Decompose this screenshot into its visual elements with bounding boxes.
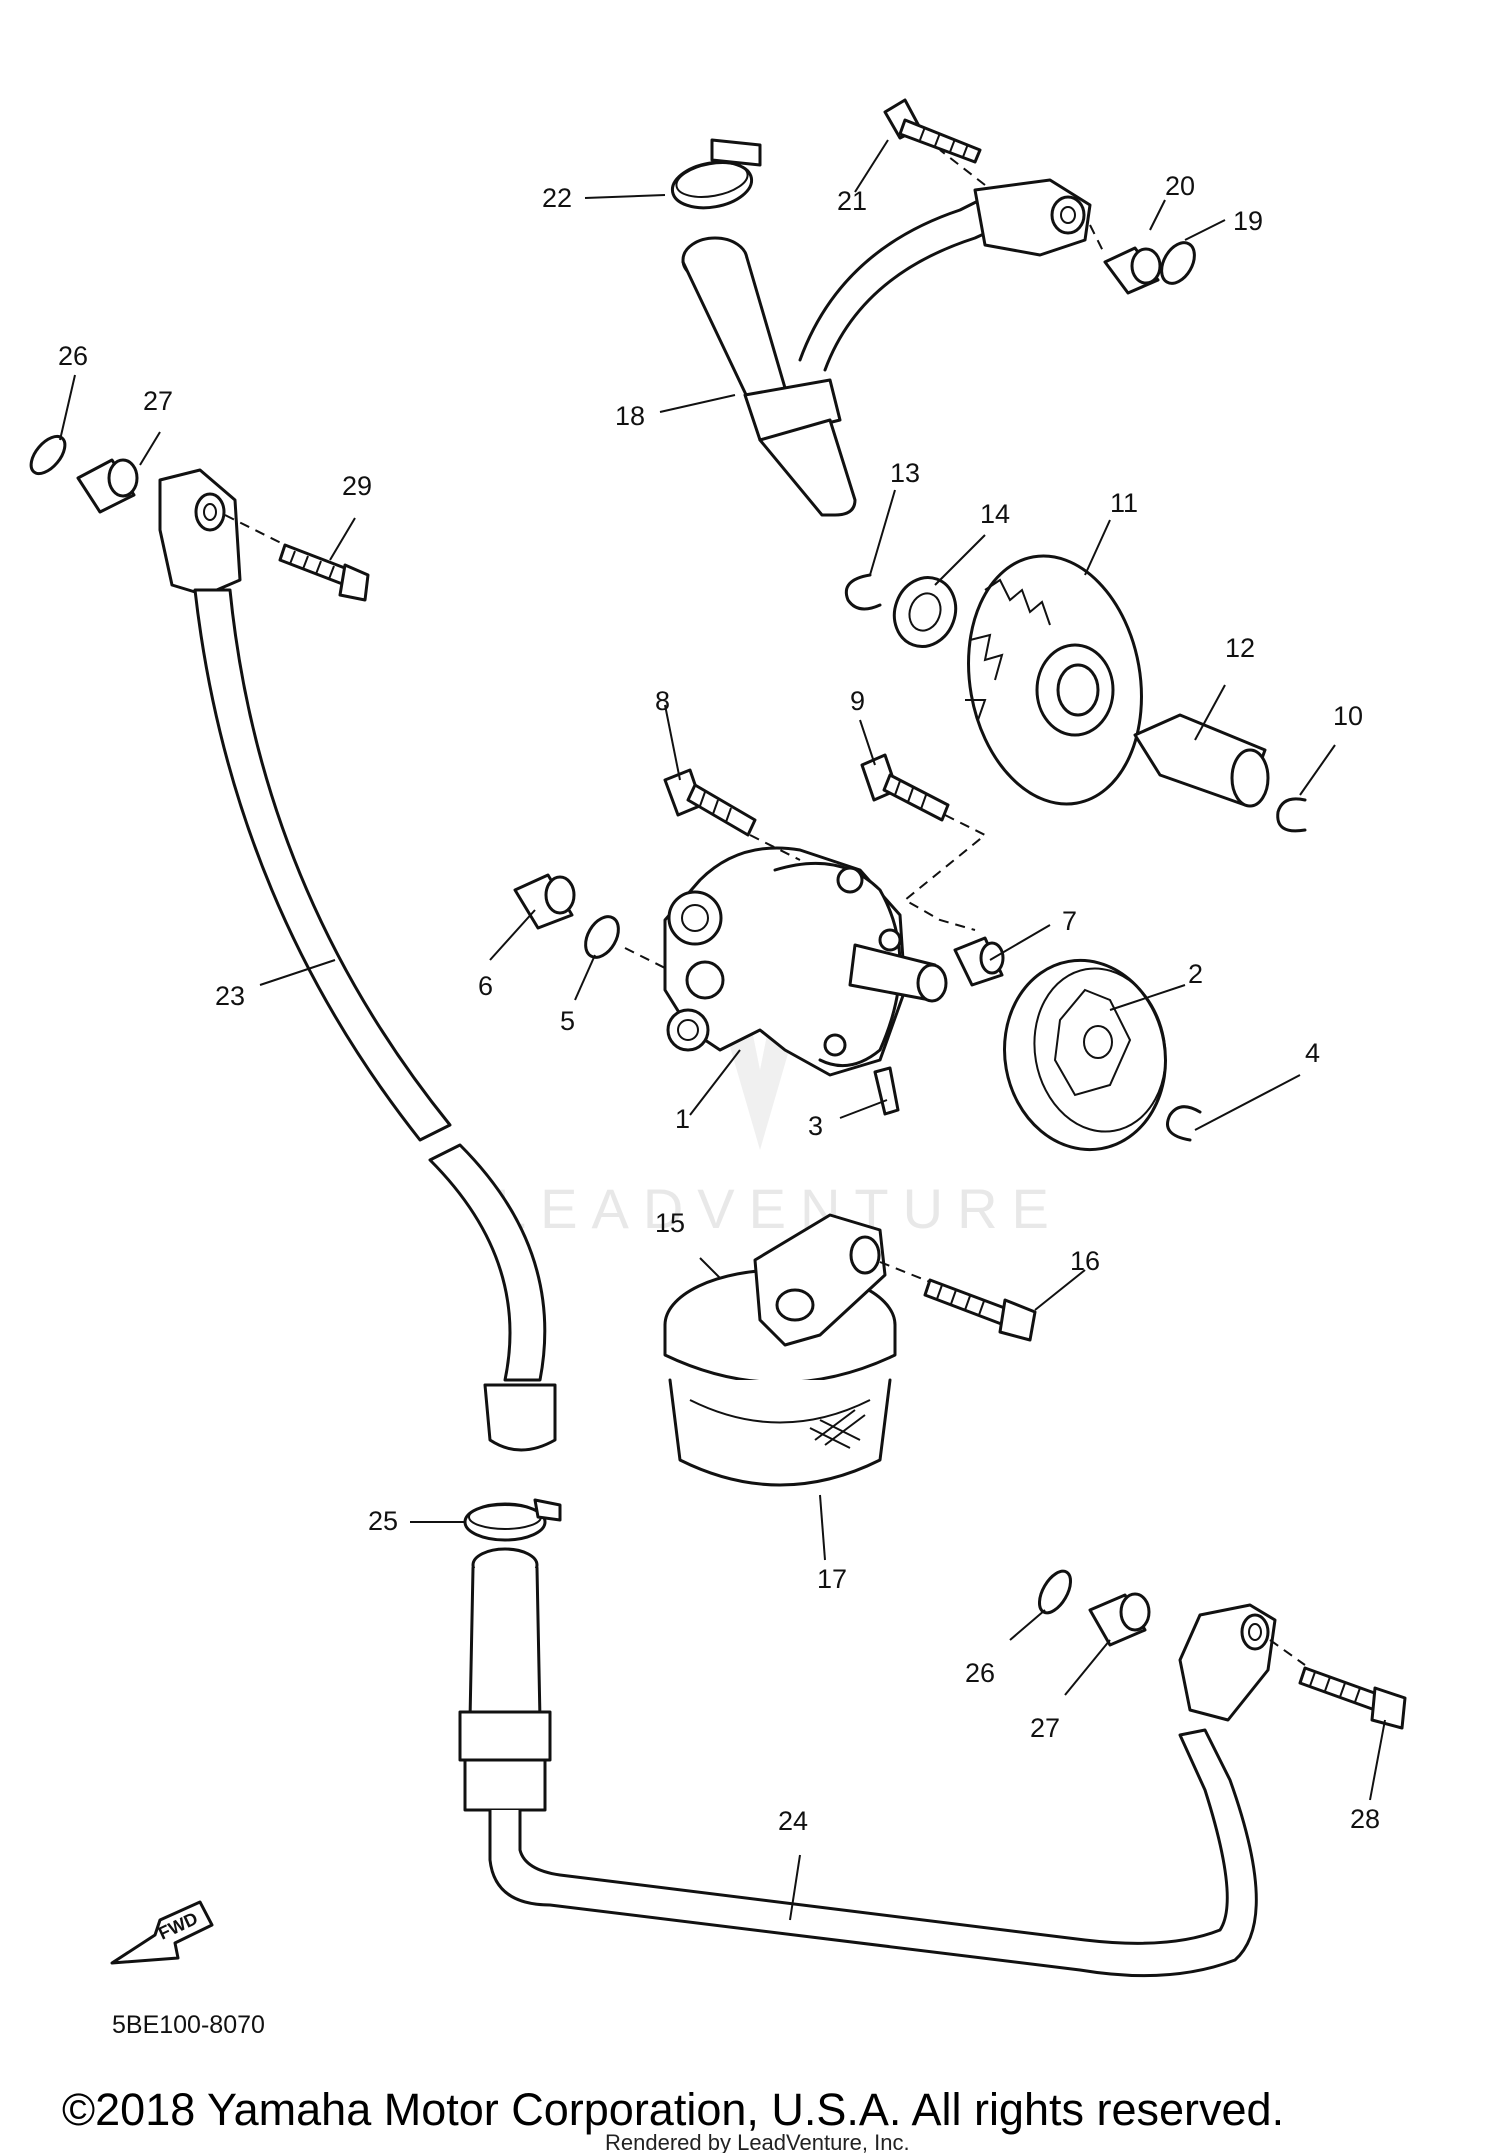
- callout-24: 24: [778, 1806, 808, 1836]
- part-17-oil-strainer: [668, 1378, 892, 1487]
- part-14-washer: [892, 576, 958, 648]
- callout-27-right: 27: [1030, 1713, 1060, 1743]
- callout-12: 12: [1225, 633, 1255, 663]
- part-4-circlip: [1166, 1105, 1202, 1142]
- part-10-circlip: [1276, 797, 1307, 833]
- pump-shaft: [848, 943, 948, 1003]
- callout-29: 29: [342, 471, 372, 501]
- part-19-o-ring: [1160, 241, 1196, 285]
- banjo-fitting-upper: [973, 178, 1092, 257]
- callout-19: 19: [1233, 206, 1263, 236]
- callout-7: 7: [1062, 906, 1077, 936]
- part-13-circlip: [844, 573, 882, 611]
- part-25-hose-clamp-lower: [463, 1498, 562, 1542]
- part-5-o-ring: [584, 915, 620, 959]
- part-1-oil-pump-housing: [663, 846, 907, 1077]
- part-21-bolt: [883, 98, 982, 164]
- callout-20: 20: [1165, 171, 1195, 201]
- part-29-bolt-left: [278, 543, 370, 602]
- callout-22: 22: [542, 183, 572, 213]
- part-15-strainer-cover: [663, 1213, 897, 1384]
- part-27-collar-right: [1088, 1592, 1151, 1647]
- callout-4: 4: [1305, 1038, 1320, 1068]
- part-20-collar: [1103, 246, 1162, 295]
- part-27-collar-left: [76, 458, 139, 514]
- callout-1: 1: [675, 1104, 690, 1134]
- part-26-o-ring-right: [1038, 1569, 1072, 1615]
- banjo-fitting-left: [158, 468, 242, 597]
- callout-2: 2: [1188, 959, 1203, 989]
- callout-15: 15: [655, 1208, 685, 1238]
- callout-3: 3: [808, 1111, 823, 1141]
- diagram-code: 5BE100-8070: [112, 2011, 265, 2039]
- part-11-pump-drive-gear: [965, 554, 1143, 806]
- part-2-oil-pump-rotor: [1003, 958, 1167, 1152]
- callout-26-right: 26: [965, 1658, 995, 1688]
- part-16-bolt: [923, 1278, 1037, 1342]
- callout-14: 14: [980, 499, 1010, 529]
- part-3-dowel-pin: [873, 1066, 900, 1116]
- callout-numbers: 1 2 3 4 5 6 7 8 9 10 11 12 13 14 15 16 1…: [58, 171, 1380, 1836]
- part-28-bolt-lower: [1298, 1666, 1407, 1730]
- part-22-hose-clamp: [670, 138, 762, 210]
- callout-18: 18: [615, 401, 645, 431]
- part-12-pump-drive-shaft: [1133, 713, 1270, 808]
- callout-5: 5: [560, 1006, 575, 1036]
- part-23-oil-hose: [193, 588, 557, 1452]
- callout-27-left: 27: [143, 386, 173, 416]
- callout-6: 6: [478, 971, 493, 1001]
- callout-23: 23: [215, 981, 245, 1011]
- callout-25: 25: [368, 1506, 398, 1536]
- part-8-bolt: [663, 768, 757, 837]
- callout-13: 13: [890, 458, 920, 488]
- callout-11: 11: [1110, 488, 1138, 518]
- part-18-oil-delivery-pipe: [681, 188, 1012, 517]
- part-26-o-ring-left: [29, 434, 67, 476]
- callout-21: 21: [837, 186, 867, 216]
- callout-26-left: 26: [58, 341, 88, 371]
- part-7-collar: [953, 936, 1005, 987]
- fwd-direction-arrow: FWD: [110, 1900, 214, 1965]
- part-24-oil-pipe-lower: [458, 1547, 1258, 1978]
- callout-17: 17: [817, 1564, 847, 1594]
- callout-16: 16: [1070, 1246, 1100, 1276]
- part-6-collar: [513, 873, 576, 930]
- callout-28: 28: [1350, 1804, 1380, 1834]
- watermark-text: LEADVENTURE: [495, 1177, 1063, 1240]
- part-9-bolt: [860, 753, 950, 822]
- banjo-fitting-lower-right: [1178, 1603, 1277, 1722]
- rendered-by-notice: Rendered by LeadVenture, Inc.: [605, 2130, 910, 2153]
- callout-9: 9: [850, 686, 865, 716]
- leader-lines: [59, 139, 1386, 1921]
- copyright-notice: ©2018 Yamaha Motor Corporation, U.S.A. A…: [62, 2084, 1284, 2135]
- callout-10: 10: [1333, 701, 1363, 731]
- callout-8: 8: [655, 686, 670, 716]
